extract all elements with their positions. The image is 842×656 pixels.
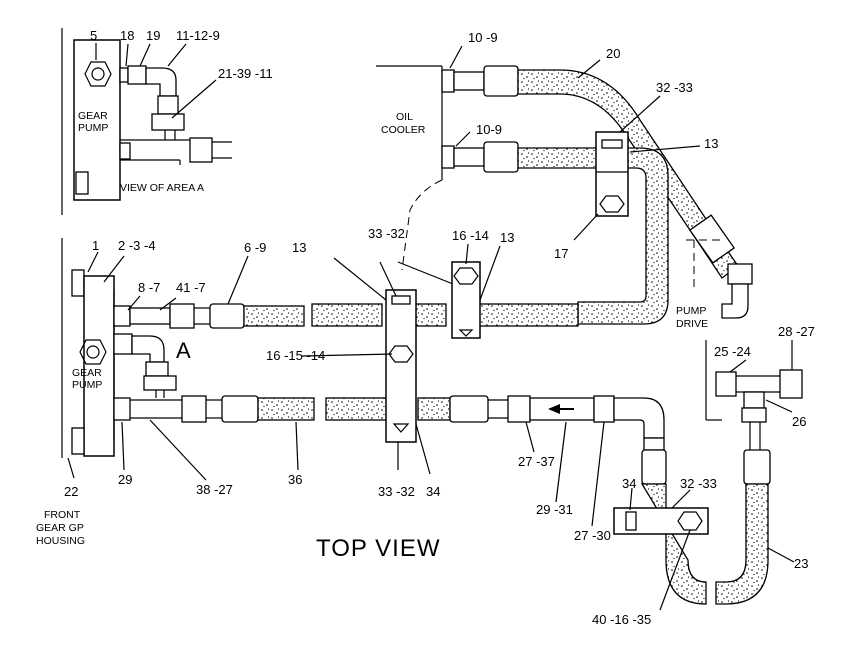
callout-10-9-mid: 10-9 xyxy=(476,122,502,137)
area-a-label: A xyxy=(176,338,191,363)
inset-gear-pump-label: GEAR xyxy=(78,110,108,122)
callout-18: 18 xyxy=(120,28,134,43)
right-tee xyxy=(705,340,803,423)
inset-view-area-a xyxy=(61,28,232,215)
callout-33-32-bot: 33 -32 xyxy=(378,484,415,499)
callout-21-39-11: 21-39 -11 xyxy=(218,66,273,81)
clamp-16-14 xyxy=(451,243,501,339)
lower-return-line xyxy=(113,395,665,527)
callout-41-7: 41 -7 xyxy=(176,280,206,295)
hose-lower-middle xyxy=(613,437,709,611)
callout-1: 1 xyxy=(92,238,99,253)
callout-36: 36 xyxy=(288,472,302,487)
inset-gear-pump-label-2: PUMP xyxy=(78,122,108,134)
callout-25-24: 25 -24 xyxy=(714,344,751,359)
callout-5: 5 xyxy=(90,28,97,43)
main-gear-pump-label: GEAR xyxy=(72,367,102,379)
pump-drive-label-2: DRIVE xyxy=(676,318,708,330)
callout-28-27: 28 -27 xyxy=(778,324,815,339)
callout-20: 20 xyxy=(606,46,620,61)
callout-29-left: 29 xyxy=(118,472,132,487)
callout-38-27: 38 -27 xyxy=(196,482,233,497)
callout-16-15-14: 16 -15 -14 xyxy=(266,348,325,363)
callout-26: 26 xyxy=(792,414,806,429)
oil-cooler-label-2: COOLER xyxy=(381,124,426,136)
inset-hex-port xyxy=(84,61,112,87)
callout-40-16-35: 40 -16 -35 xyxy=(592,612,651,627)
front-housing-label-2: GEAR GP xyxy=(36,522,84,534)
front-housing-label: FRONT xyxy=(44,509,81,521)
clamp-33-32-left xyxy=(301,257,459,475)
callout-34-mid: 34 xyxy=(426,484,440,499)
callout-13-mid: 13 xyxy=(500,230,514,245)
oil-cooler-label: OIL xyxy=(396,111,413,123)
callout-8-7: 8 -7 xyxy=(138,280,160,295)
flow-arrow-icon xyxy=(548,404,560,414)
callout-13-left: 13 xyxy=(292,240,306,255)
pump-drive-label: PUMP xyxy=(676,305,706,317)
callout-27-30: 27 -30 xyxy=(574,528,611,543)
diagram-title: TOP VIEW xyxy=(316,535,440,562)
callout-32-33-bot: 32 -33 xyxy=(680,476,717,491)
callout-16-14: 16 -14 xyxy=(452,228,489,243)
callout-22: 22 xyxy=(64,484,78,499)
main-gear-pump-label-2: PUMP xyxy=(72,379,102,391)
callout-17: 17 xyxy=(554,246,568,261)
hose-23 xyxy=(715,422,795,605)
callout-27-37: 27 -37 xyxy=(518,454,555,469)
upper-supply-line xyxy=(87,251,579,329)
pump-drive xyxy=(686,239,720,290)
callout-6-9: 6 -9 xyxy=(244,240,266,255)
callout-13-right: 13 xyxy=(704,136,718,151)
main-gear-pump xyxy=(61,238,115,479)
callout-34-right: 34 xyxy=(622,476,636,491)
tube-cooler-return xyxy=(517,147,669,325)
callout-10-9-top: 10 -9 xyxy=(468,30,498,45)
callout-11-12-9: 11-12-9 xyxy=(176,28,220,43)
clamp-32-33-upper xyxy=(573,95,701,241)
callout-32-33-top: 32 -33 xyxy=(656,80,693,95)
view-of-area-a-label: VIEW OF AREA A xyxy=(120,182,204,194)
area-a-tee xyxy=(113,333,177,398)
callout-23: 23 xyxy=(794,556,808,571)
callout-33-32-top: 33 -32 xyxy=(368,226,405,241)
callout-19: 19 xyxy=(146,28,160,43)
callout-2-3-4: 2 -3 -4 xyxy=(118,238,156,253)
hose-20 xyxy=(517,59,753,319)
callout-29-31: 29 -31 xyxy=(536,502,573,517)
front-housing-label-3: HOUSING xyxy=(36,535,85,547)
